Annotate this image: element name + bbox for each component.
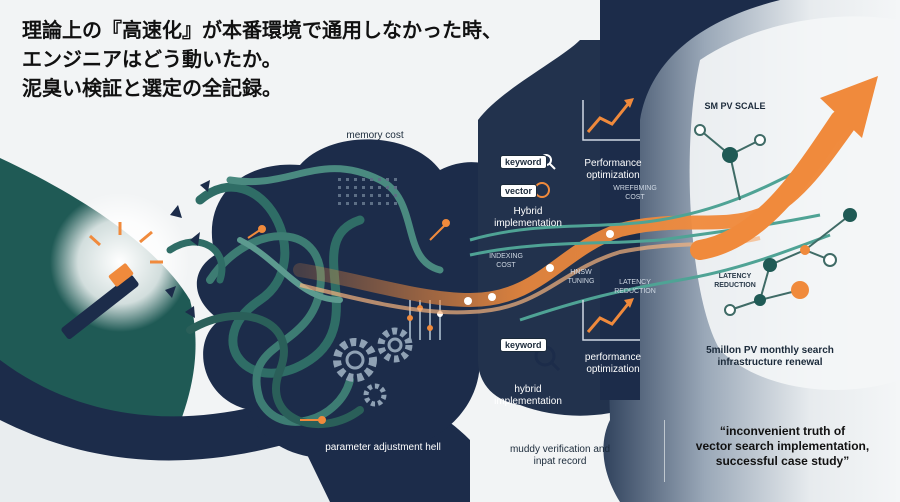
magic-wand-icon: [61, 222, 163, 340]
latency-right-label: LATENCY REDUCTION: [714, 273, 756, 289]
gears-icon: [333, 327, 413, 407]
navy-cloud-shape: [196, 139, 558, 458]
wand-glow: [50, 192, 190, 332]
quote-label: “inconvenient truth of vector search imp…: [695, 424, 870, 468]
line-chart-icon: [582, 98, 640, 141]
circuit-sprigs: [247, 219, 450, 424]
headline-line-2: エンジニアはどう動いたか。: [22, 47, 282, 71]
vector-chip: vector: [500, 184, 538, 198]
monthly-search-label: 5millon PV monthly search infrastructure…: [706, 345, 834, 368]
stream-nodes: [464, 230, 614, 305]
keyword-chip-bottom: keyword: [500, 338, 547, 352]
orange-stream-secondary: [299, 236, 761, 315]
indexing-cost-label: INDEXING COST: [489, 253, 523, 269]
hybrid-top-label: Hybrid implementation: [494, 206, 562, 229]
headline-line-1: 理論上の『高速化』が本番環境で通用しなかった時、: [22, 18, 502, 42]
slider-bars: [407, 300, 443, 340]
pv-scale-label: SM PV SCALE: [704, 101, 766, 111]
headline: 理論上の『高速化』が本番環境で通用しなかった時、 エンジニアはどう動いたか。 泥…: [22, 16, 502, 103]
memory-cost-label: memory cost: [346, 130, 404, 141]
muddy-verification-label: muddy verification and inpat record: [509, 444, 611, 467]
dot-grid-pattern: [338, 178, 397, 205]
teal-flow-lines: [469, 168, 831, 322]
network-nodes: [694, 124, 857, 316]
parameter-hell-label: parameter adjustment hell: [325, 442, 441, 453]
growth-arrow-icon: [690, 76, 878, 260]
shards: [165, 180, 210, 318]
latency-mid-label: LATENCY REDUCTION: [614, 279, 656, 295]
right-dark-arc: [600, 0, 780, 400]
headline-line-3: 泥臭い検証と選定の全記録。: [22, 76, 282, 100]
keyword-chip-top: keyword: [500, 155, 547, 169]
divider-line: [664, 420, 665, 482]
hnsw-tuning-label: HNSW TUNING: [567, 269, 595, 285]
line-chart-icon-bottom: [582, 298, 640, 341]
hybrid-bottom-label: hybrid implementation: [494, 384, 562, 407]
light-bottom-curve: [0, 420, 330, 502]
refreshing-cost-label: WREFBMING COST: [613, 185, 657, 201]
performance-top-label: Performance optimization: [584, 158, 642, 181]
performance-bottom-label: performance optimization: [584, 352, 642, 375]
